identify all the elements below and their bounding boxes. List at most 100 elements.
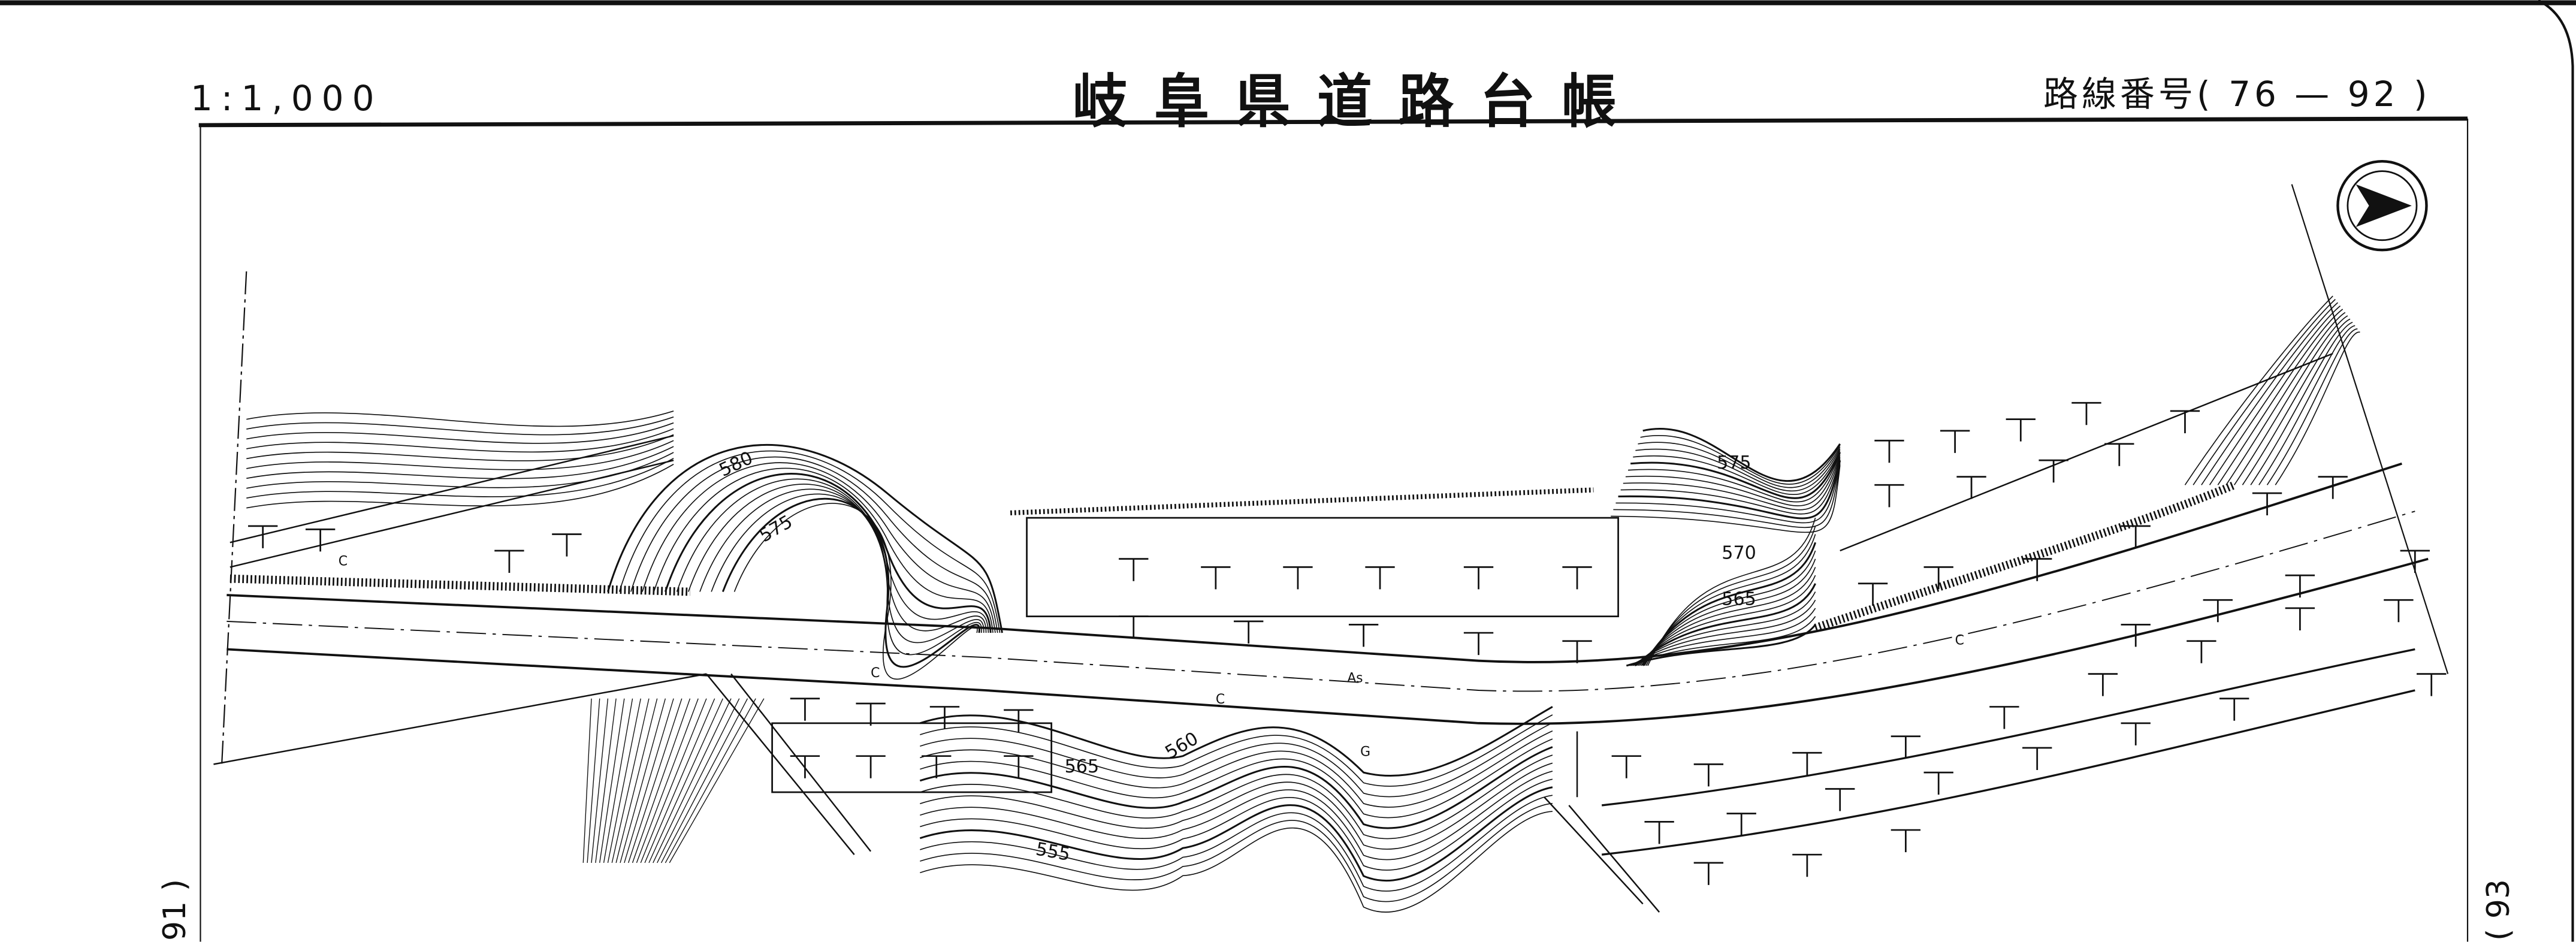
contour-line bbox=[653, 467, 993, 633]
contour-line bbox=[246, 416, 674, 436]
contour-line bbox=[920, 730, 1553, 808]
surface-label: C bbox=[1955, 633, 1964, 648]
tea-field-symbol bbox=[1726, 813, 1756, 836]
tea-field-symbol bbox=[1891, 735, 1921, 759]
tea-field-symbol bbox=[1923, 566, 1953, 590]
contour-line bbox=[607, 698, 641, 864]
tea-field-symbol bbox=[1348, 623, 1379, 647]
contour-line bbox=[1630, 451, 1841, 667]
contour-line bbox=[246, 464, 674, 509]
frame-top bbox=[198, 116, 2468, 128]
tea-field-symbol bbox=[1611, 755, 1641, 778]
contour-line bbox=[618, 450, 1001, 633]
contour-line bbox=[920, 738, 1553, 819]
tea-field-symbol bbox=[1463, 566, 1494, 590]
contour-line bbox=[620, 698, 666, 864]
tea-field-symbol bbox=[1792, 751, 1822, 775]
contour-line bbox=[632, 698, 691, 864]
side-road bbox=[705, 673, 872, 855]
contour-line bbox=[2258, 325, 2355, 485]
tea-field-symbol bbox=[1644, 820, 1674, 844]
tea-field-symbol bbox=[1956, 476, 1986, 499]
contour-line bbox=[2184, 295, 2333, 485]
contour-line bbox=[591, 698, 609, 863]
contour-line bbox=[1629, 442, 1841, 666]
contour-line bbox=[2234, 315, 2348, 485]
contour-line bbox=[1613, 463, 1841, 666]
tea-field-symbol bbox=[2022, 558, 2052, 581]
contour-line bbox=[920, 802, 1553, 902]
tea-field-symbol bbox=[1858, 582, 1888, 606]
route-number: 路線番号( 76 — 92 ) bbox=[2043, 74, 2431, 114]
contour-line bbox=[1618, 460, 1841, 666]
contour-line bbox=[2225, 312, 2346, 485]
contour-line bbox=[595, 698, 617, 863]
tea-field-symbol bbox=[2318, 476, 2348, 499]
tea-field-symbol bbox=[2400, 550, 2430, 573]
contour-line bbox=[246, 434, 674, 461]
tea-field-symbol bbox=[1940, 430, 1970, 453]
contour-line bbox=[640, 698, 707, 864]
tea-field-symbol bbox=[2121, 525, 2151, 548]
tea-field-symbol bbox=[790, 698, 820, 721]
contour-line bbox=[669, 698, 765, 864]
north-arrow-icon bbox=[2336, 159, 2428, 252]
contour-line bbox=[599, 698, 625, 863]
tea-field-symbol bbox=[2039, 459, 2068, 483]
contour-line bbox=[920, 771, 1553, 861]
contour-label: 570 bbox=[1722, 543, 1756, 564]
side-road bbox=[229, 434, 674, 544]
contour-line bbox=[636, 698, 699, 864]
retaining-wall bbox=[229, 574, 690, 596]
side-road bbox=[1840, 352, 2333, 552]
boundary-line-left bbox=[221, 271, 247, 765]
tea-field-symbol bbox=[1562, 566, 1592, 590]
contour-line bbox=[1632, 450, 1841, 666]
contour-line bbox=[1615, 461, 1841, 666]
tea-field-symbol bbox=[494, 550, 524, 573]
tea-field-symbol bbox=[1923, 771, 1953, 795]
contour-line bbox=[582, 698, 592, 863]
tea-field-symbol bbox=[1365, 566, 1395, 590]
contour-line bbox=[2275, 331, 2360, 485]
contour-line bbox=[653, 698, 732, 864]
tea-field-symbol bbox=[2006, 418, 2036, 442]
tea-field-symbol bbox=[922, 755, 952, 778]
tea-field-symbol bbox=[1989, 706, 2019, 729]
contour-line bbox=[246, 440, 674, 470]
contour-line bbox=[587, 698, 600, 863]
contour-line bbox=[1611, 465, 1841, 666]
map-scale: 1:1,000 bbox=[191, 78, 383, 119]
tea-field-symbol bbox=[2187, 640, 2216, 663]
contour-line bbox=[624, 698, 674, 864]
contour-line bbox=[919, 746, 1553, 829]
tea-field-symbol bbox=[790, 755, 820, 778]
tea-field-symbol bbox=[929, 706, 960, 729]
contour-label: 555 bbox=[1034, 839, 1072, 865]
contour-line bbox=[246, 410, 674, 427]
contour-line bbox=[1627, 453, 1841, 666]
contour-line bbox=[1625, 455, 1841, 666]
contour-line bbox=[642, 462, 996, 633]
tea-field-symbol bbox=[2219, 698, 2249, 721]
road-edge-lower bbox=[1601, 648, 2415, 856]
contour-line bbox=[246, 428, 674, 453]
contour-line bbox=[246, 422, 674, 444]
retaining-wall bbox=[1814, 481, 2236, 632]
tea-field-symbol bbox=[305, 528, 336, 552]
contour-lines bbox=[246, 295, 2360, 913]
contour-line bbox=[721, 497, 980, 668]
contour-line bbox=[615, 698, 658, 864]
contour-line bbox=[630, 456, 998, 633]
contour-line bbox=[920, 811, 1553, 913]
tea-field-symbol bbox=[2384, 599, 2414, 623]
road-edge-north bbox=[227, 462, 2402, 663]
land-use-symbols bbox=[247, 401, 2447, 885]
surface-label: G bbox=[1360, 745, 1370, 760]
road-edge-south bbox=[227, 557, 2429, 725]
surface-label: As bbox=[1347, 671, 1363, 686]
tea-field-symbol bbox=[2121, 623, 2151, 647]
tea-field-symbol bbox=[1562, 640, 1592, 663]
